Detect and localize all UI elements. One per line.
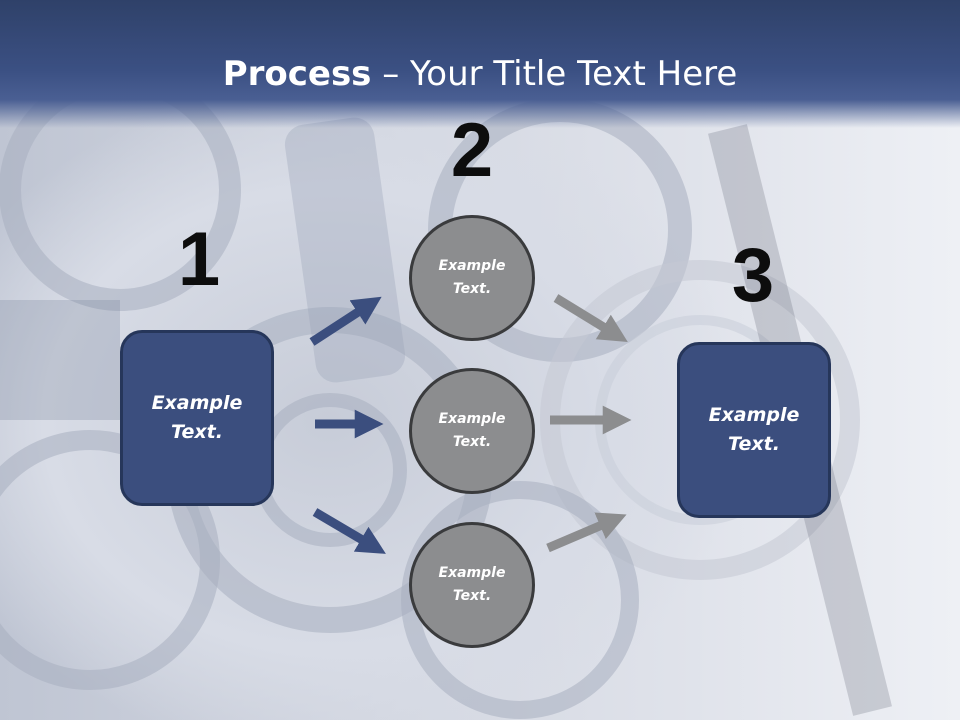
step-1-box-text: Example Text. (151, 392, 243, 443)
step-2-circle-top: Example Text. (409, 215, 535, 341)
arrow-1-to-top-circle (309, 296, 382, 346)
step-3-box: Example Text. (677, 342, 831, 518)
title-bold: Process (222, 54, 372, 94)
arrow-bottom-circle-to-3 (546, 512, 627, 553)
step-number-3: 3 (731, 233, 775, 318)
step-2-circle-middle: Example Text. (409, 368, 535, 494)
circle-middle-text: Example Text. (438, 411, 506, 450)
circle-top-text: Example Text. (438, 258, 506, 297)
page-title: Process – Your Title Text Here (0, 52, 960, 96)
step-1-box: Example Text. (120, 330, 274, 506)
step-3-box-text: Example Text. (708, 404, 800, 455)
step-number-1: 1 (177, 217, 221, 302)
title-rest: – Your Title Text Here (371, 54, 738, 94)
step-2-circle-bottom: Example Text. (409, 522, 535, 648)
arrow-top-circle-to-3 (553, 294, 628, 343)
arrow-1-to-bottom-circle (312, 508, 386, 554)
step-number-2: 2 (450, 108, 494, 193)
circle-bottom-text: Example Text. (438, 565, 506, 604)
title-bar (0, 0, 960, 128)
